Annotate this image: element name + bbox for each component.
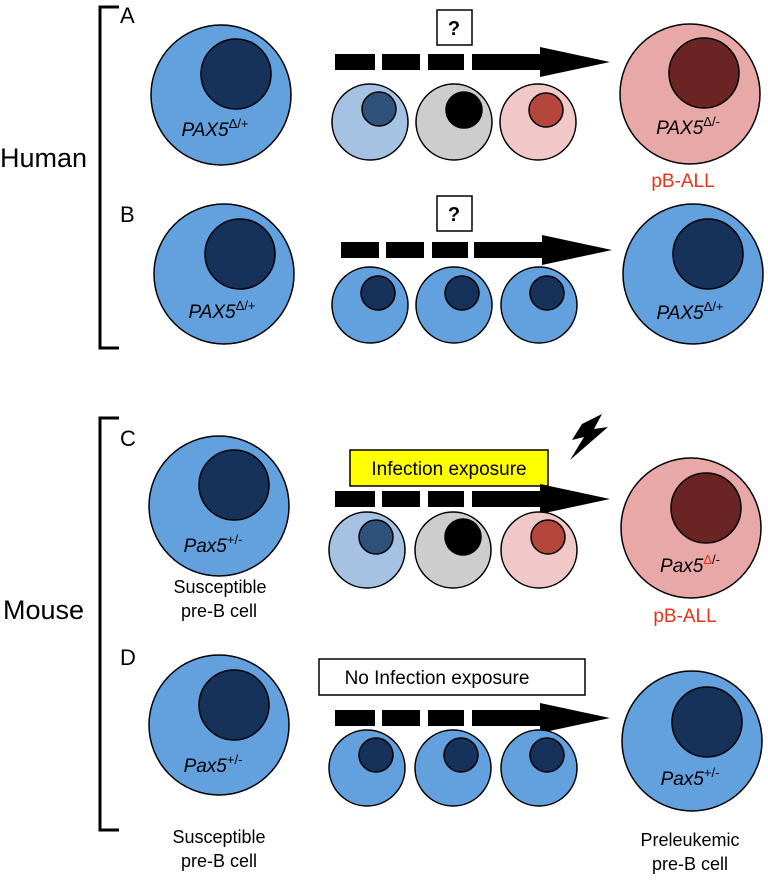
intermediate-cells bbox=[328, 511, 578, 589]
intermediate-cell bbox=[415, 266, 493, 344]
human-label: Human bbox=[0, 143, 87, 173]
genotype-label: PAX5Δ/- bbox=[656, 114, 720, 139]
no-infection-box bbox=[318, 658, 586, 696]
left-cell: PAX5Δ/+ bbox=[150, 24, 292, 166]
intermediate-cell bbox=[414, 729, 492, 807]
left-caption-line2: pre-B cell bbox=[181, 601, 257, 621]
intermediate-cell bbox=[499, 83, 577, 161]
intermediate-cells bbox=[328, 729, 578, 807]
panel-letter: C bbox=[120, 426, 136, 451]
left-caption-line1: Susceptible bbox=[172, 827, 265, 847]
panel-a: A PAX5Δ/+ ? bbox=[120, 3, 761, 192]
human-bracket bbox=[98, 5, 119, 350]
question-mark: ? bbox=[448, 204, 460, 226]
pb-all-label: pB-ALL bbox=[653, 606, 716, 627]
mouse-bracket bbox=[98, 416, 119, 832]
cell-nucleus bbox=[200, 38, 272, 110]
right-cell: Pax5+/- bbox=[621, 670, 763, 812]
progression-arrow bbox=[341, 235, 612, 265]
question-mark: ? bbox=[448, 18, 460, 40]
genotype-label: Pax5Δ/- bbox=[660, 552, 720, 577]
intermediate-cell bbox=[331, 83, 409, 161]
right-caption-line1: Preleukemic bbox=[640, 830, 739, 850]
infection-box bbox=[349, 449, 549, 487]
genotype-label: Pax5+/- bbox=[184, 532, 243, 557]
question-box bbox=[436, 9, 473, 46]
pb-all-label: pB-ALL bbox=[651, 171, 714, 192]
intermediate-cell bbox=[500, 266, 578, 344]
intermediate-cell bbox=[500, 511, 578, 589]
left-cell: Pax5+/- bbox=[148, 435, 290, 577]
right-cell: PAX5Δ/+ bbox=[622, 203, 764, 345]
right-cell: Pax5Δ/- bbox=[620, 457, 762, 599]
genotype-label: PAX5Δ/+ bbox=[181, 116, 248, 141]
intermediate-cell bbox=[328, 511, 406, 589]
no-infection-label: No Infection exposure bbox=[345, 668, 530, 689]
panel-letter: A bbox=[120, 3, 135, 28]
genotype-label: Pax5+/- bbox=[661, 765, 720, 790]
panel-letter: D bbox=[120, 645, 136, 670]
cell-nucleus bbox=[668, 37, 740, 109]
panel-letter: B bbox=[120, 202, 135, 227]
panel-b: B PAX5Δ/+ ? bbox=[120, 195, 764, 345]
panel-d: D Pax5+/- Susceptible pre-B cell No Infe… bbox=[120, 645, 763, 874]
panel-c: C Pax5+/- Susceptible pre-B cell Infecti… bbox=[120, 414, 762, 627]
intermediate-cell bbox=[328, 729, 406, 807]
question-box bbox=[436, 195, 473, 232]
intermediate-cells bbox=[331, 266, 578, 344]
mouse-label: Mouse bbox=[3, 595, 84, 625]
intermediate-cell bbox=[331, 266, 409, 344]
genotype-label: PAX5Δ/+ bbox=[188, 298, 255, 323]
left-cell: Pax5+/- bbox=[148, 654, 290, 796]
intermediate-cell bbox=[500, 729, 578, 807]
intermediate-cell bbox=[414, 511, 492, 589]
genotype-label: Pax5+/- bbox=[184, 752, 243, 777]
right-cell: PAX5Δ/- bbox=[619, 23, 761, 165]
genotype-label: PAX5Δ/+ bbox=[656, 299, 723, 324]
progression-arrow bbox=[335, 47, 610, 77]
progression-arrow bbox=[335, 703, 610, 733]
intermediate-cells bbox=[331, 83, 577, 161]
left-caption-line1: Susceptible bbox=[173, 577, 266, 597]
lightning-bolt-icon bbox=[570, 414, 608, 460]
intermediate-cell bbox=[415, 83, 493, 161]
left-cell: PAX5Δ/+ bbox=[153, 203, 295, 345]
progression-arrow bbox=[335, 484, 610, 514]
left-caption-line2: pre-B cell bbox=[181, 851, 257, 871]
infection-label: Infection exposure bbox=[371, 459, 526, 480]
right-caption-line2: pre-B cell bbox=[652, 854, 728, 874]
